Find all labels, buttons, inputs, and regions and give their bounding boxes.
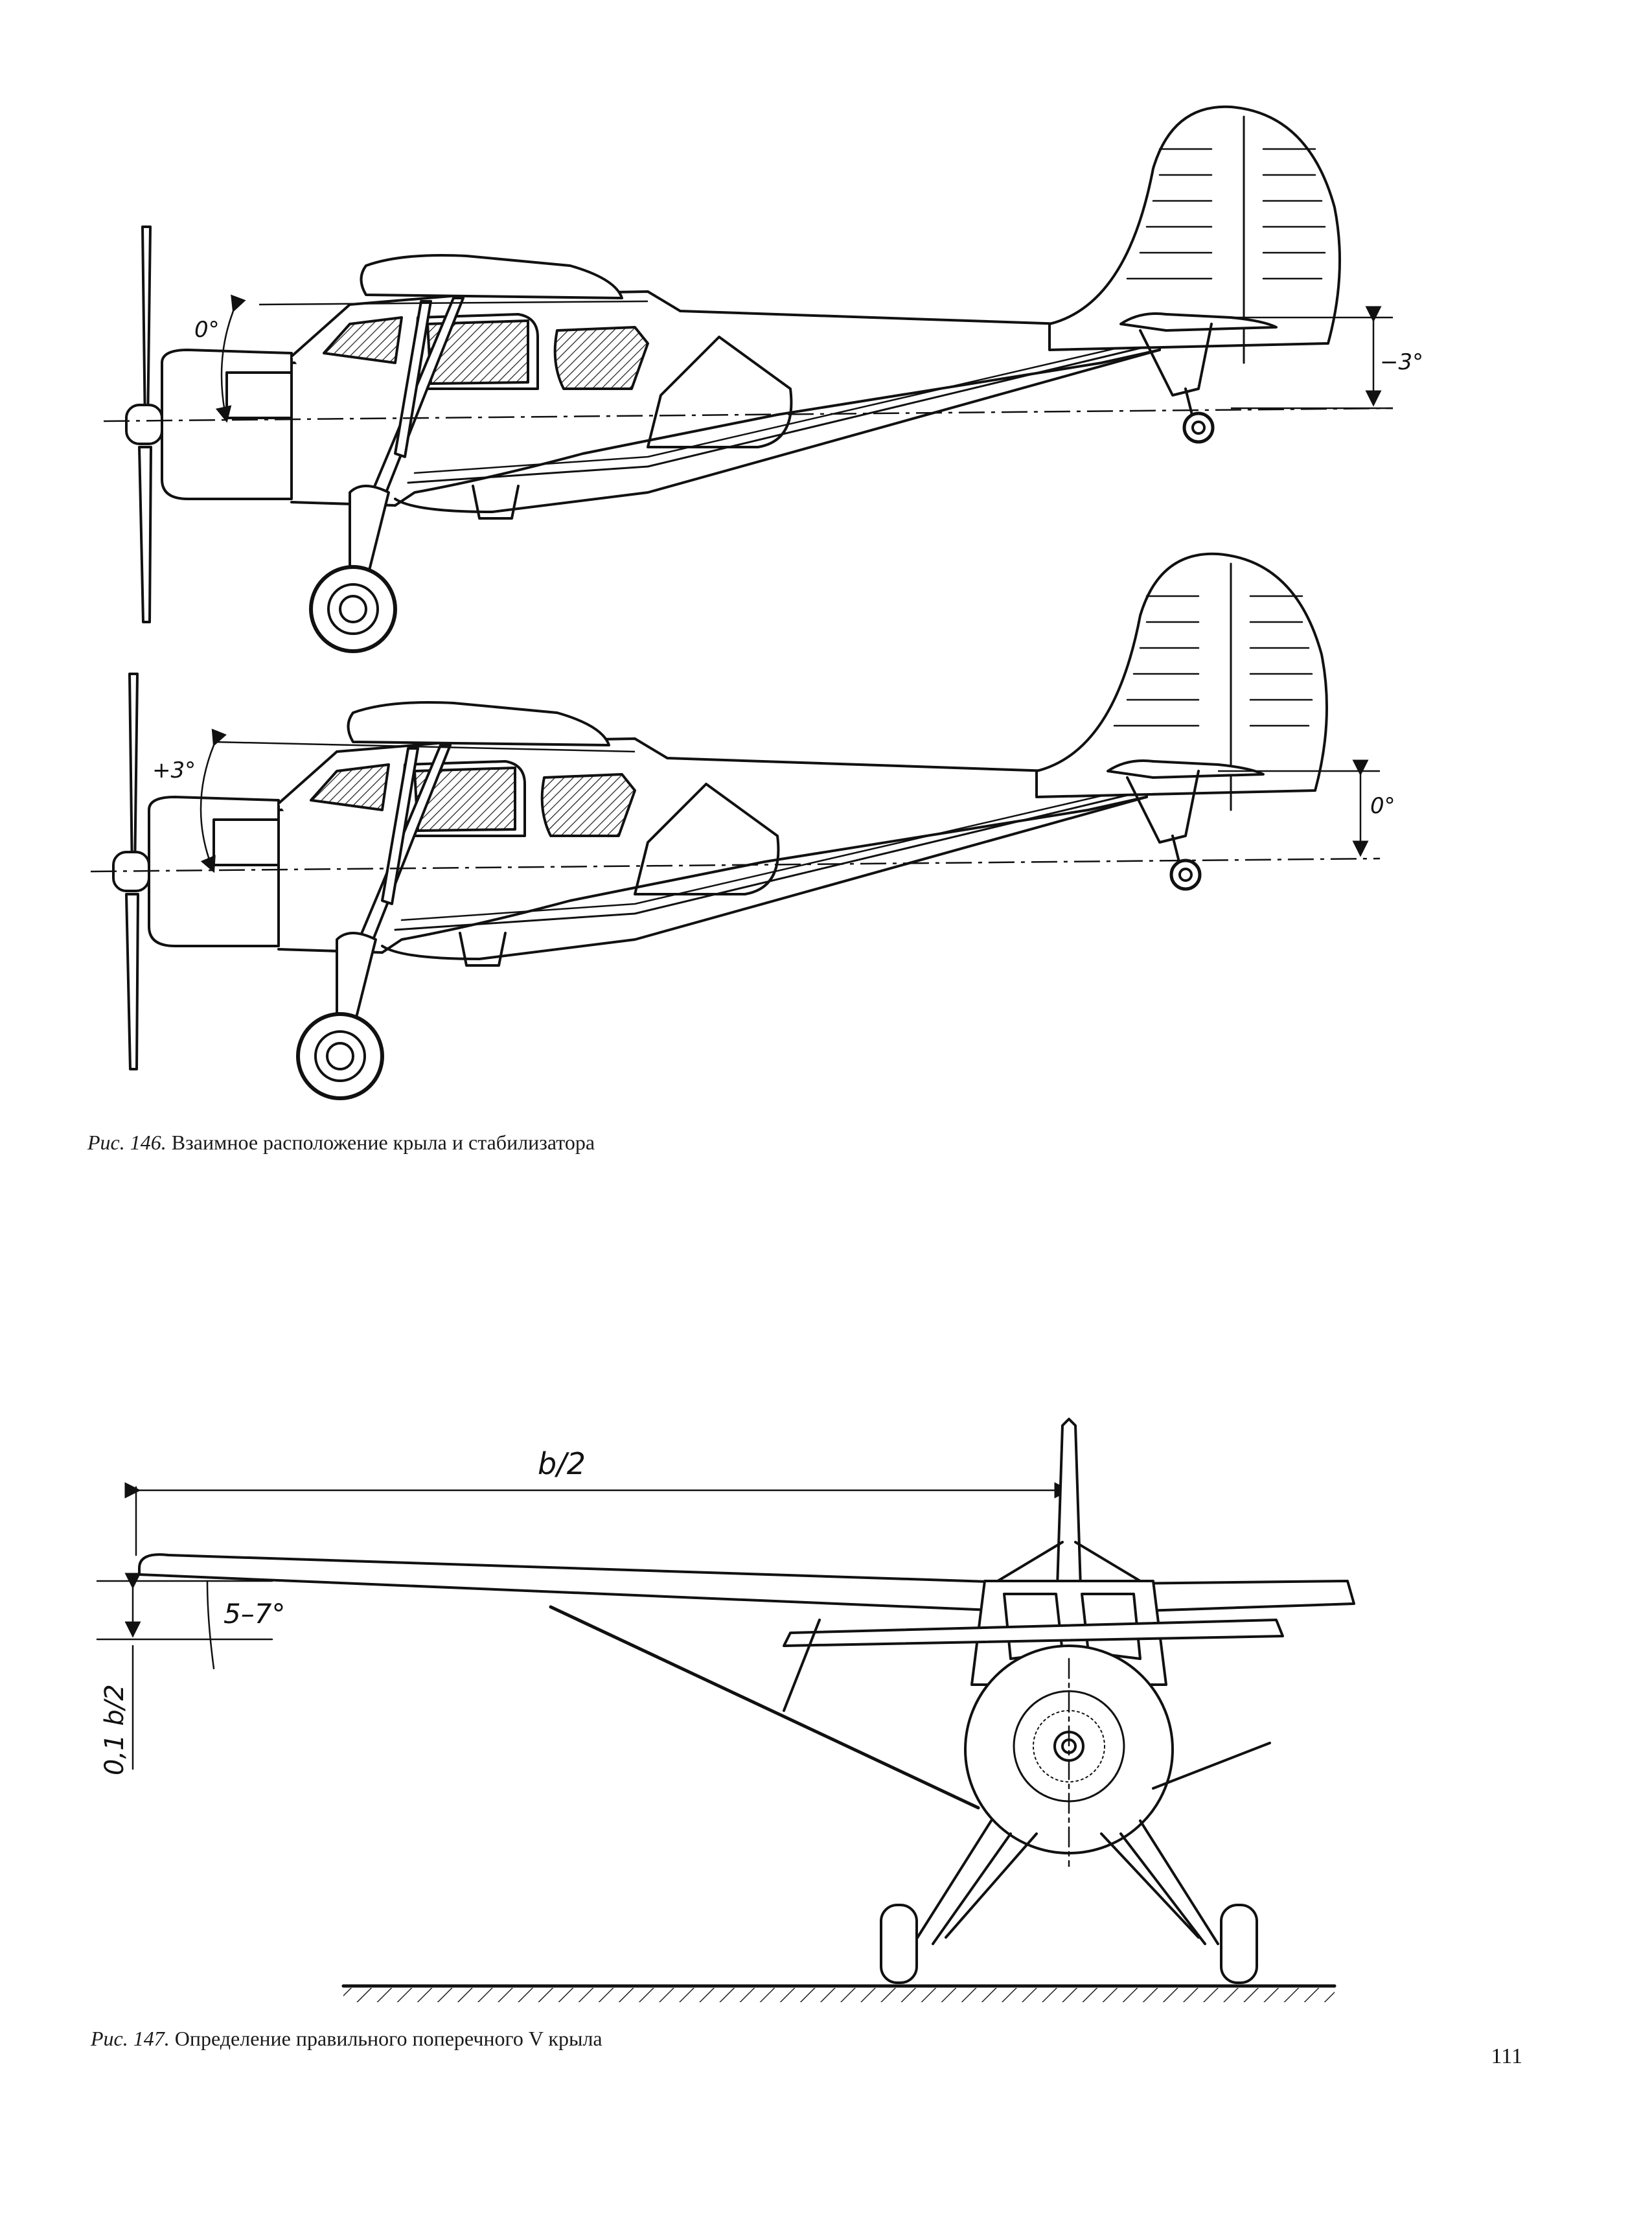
dihedral-label: 5–7°	[224, 1598, 285, 1630]
top-wing-angle: 0°	[194, 317, 220, 343]
page-number: 111	[1491, 2044, 1522, 2068]
figure-146-text: Взаимное расположение крыла и стабилизат…	[171, 1131, 595, 1154]
figure-146-label: Рис. 146.	[87, 1131, 166, 1154]
figure-146-caption: Рис. 146. Взаимное расположение крыла и …	[87, 1131, 595, 1155]
figure-147-label: Рис. 147.	[91, 2027, 170, 2050]
height-label: 0,1 b/2	[100, 1684, 130, 1775]
top-stab-angle: −3°	[1380, 349, 1423, 375]
figure-147-front-view	[96, 1418, 1355, 2002]
figure-147-caption: Рис. 147. Определение правильного попере…	[91, 2027, 602, 2051]
figure-147-text: Определение правильного поперечного V кр…	[174, 2027, 602, 2050]
figure-146-top-view: 0° −3°	[103, 107, 1423, 651]
span-label: b/2	[538, 1446, 586, 1481]
bottom-wing-angle: +3°	[152, 757, 196, 783]
bottom-stab-angle: 0°	[1370, 793, 1395, 819]
figure-146-bottom-view: +3° 0°	[90, 554, 1395, 1098]
